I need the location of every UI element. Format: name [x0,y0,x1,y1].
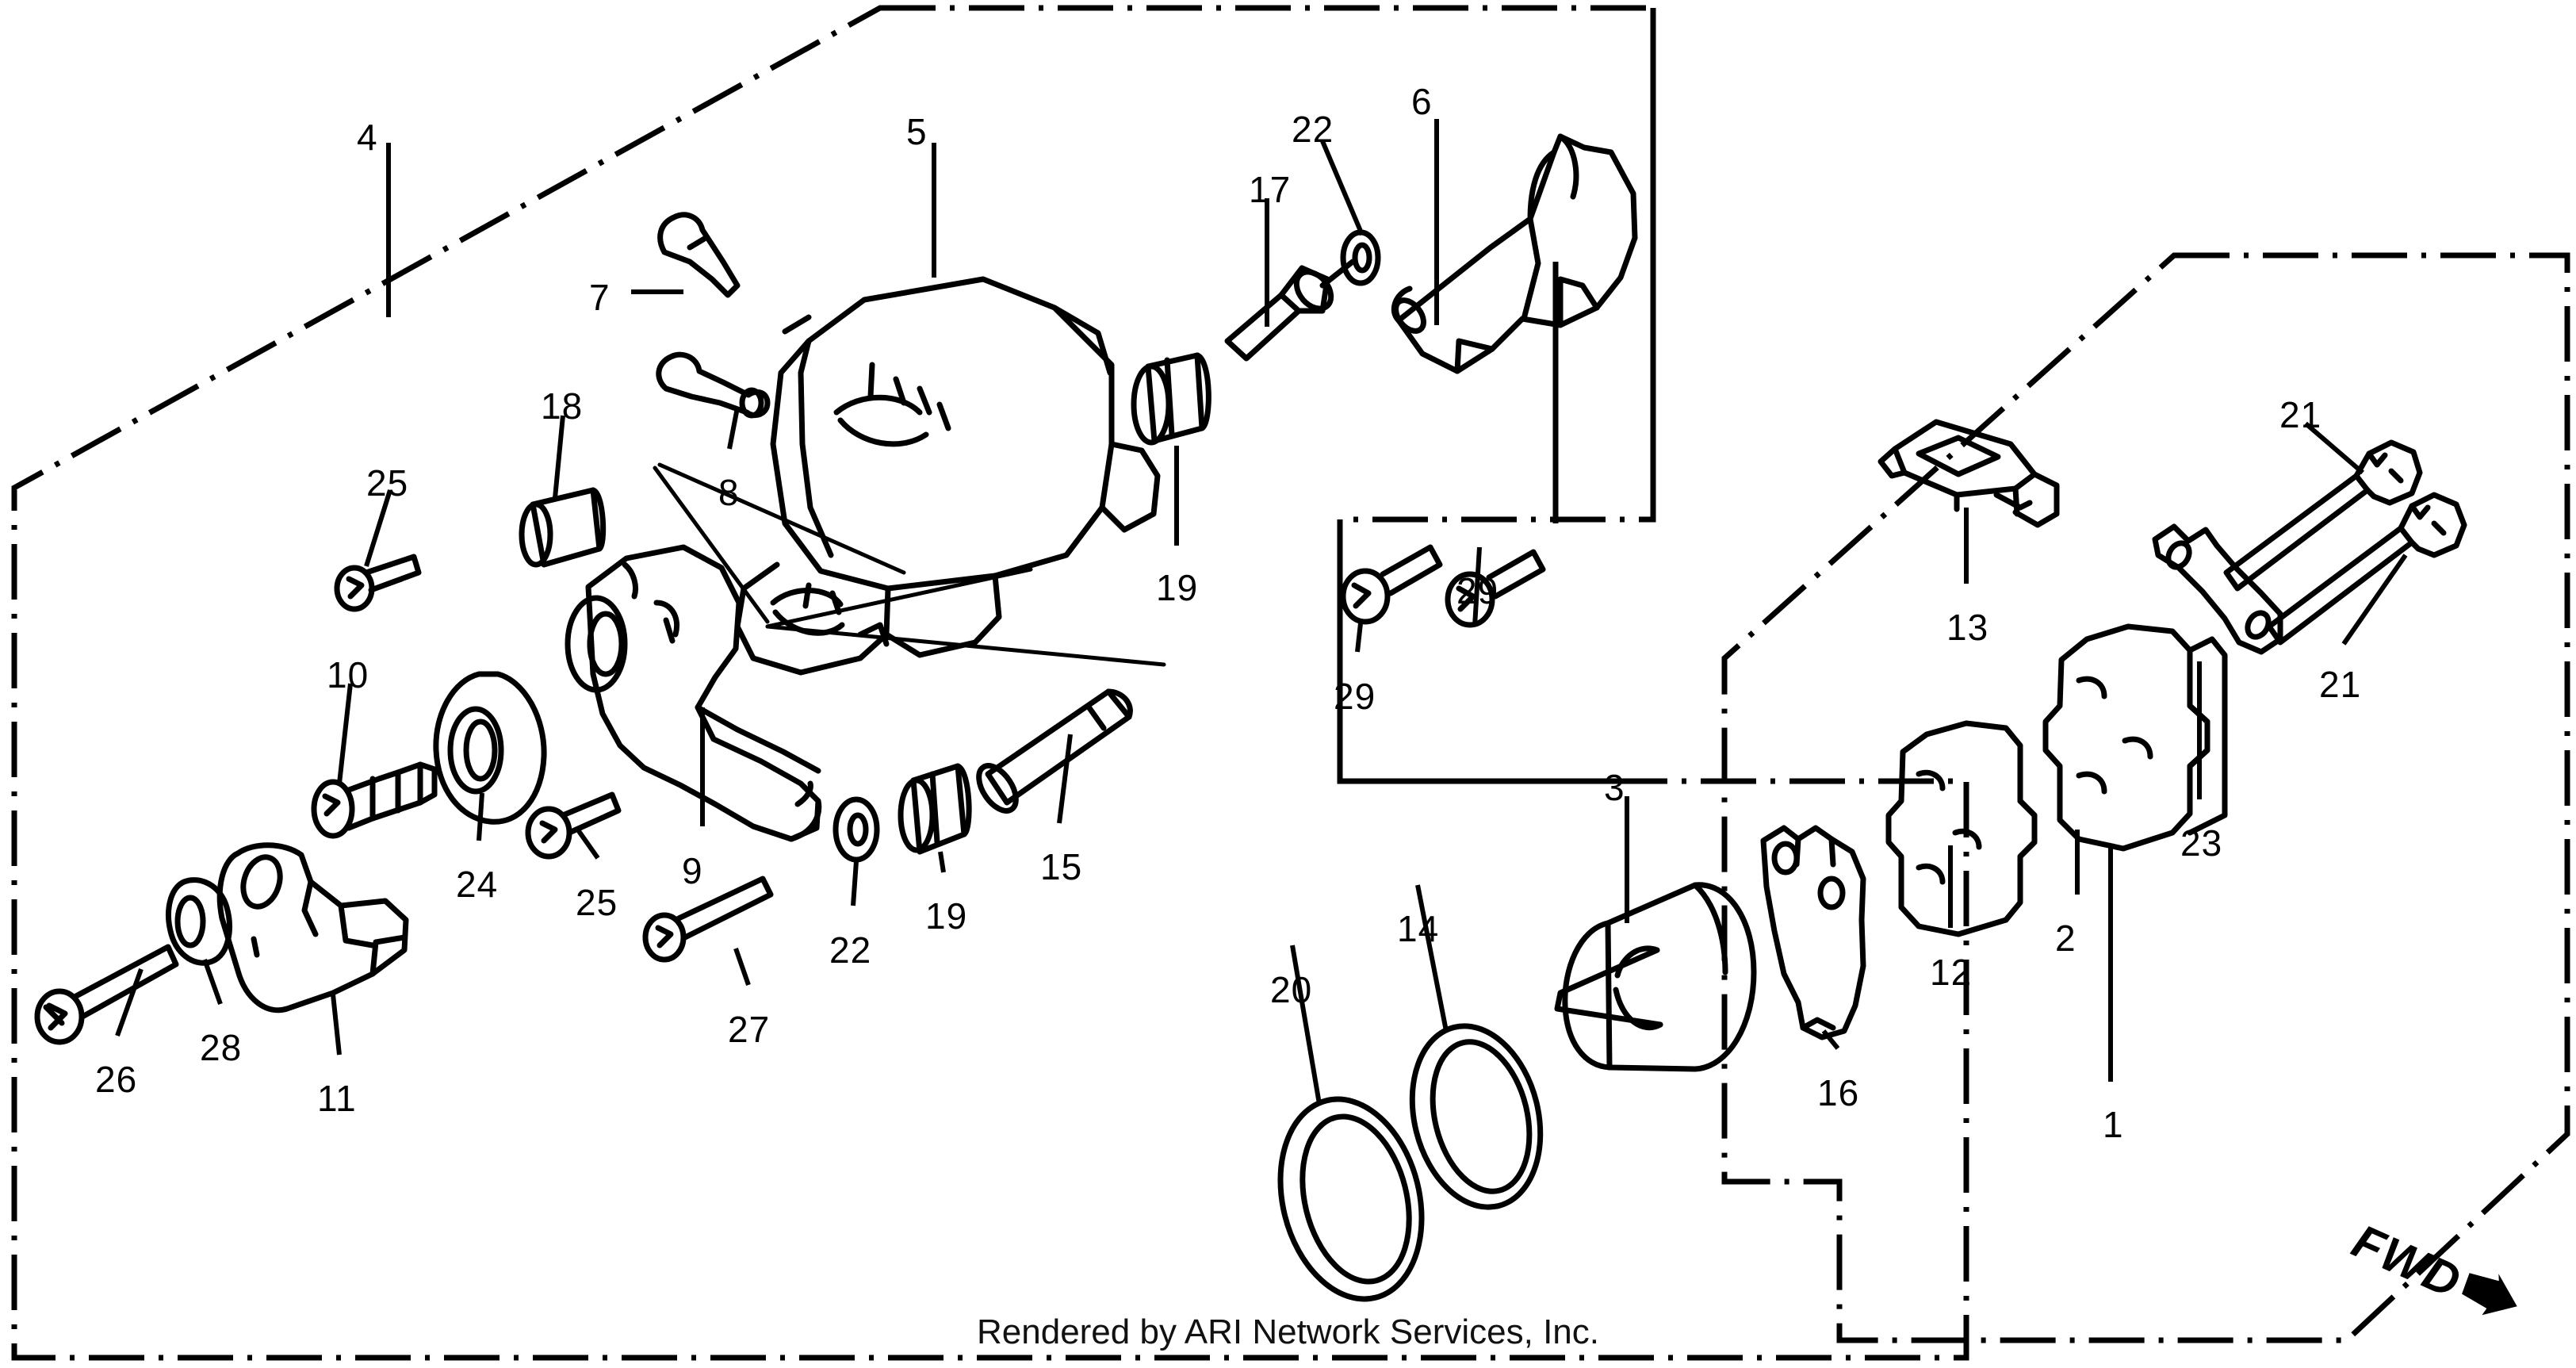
callout-28: 28 [200,1027,243,1068]
callout-27: 27 [728,1009,771,1050]
callout-3: 3 [1604,767,1625,808]
callout-9: 9 [682,850,703,891]
part-washer-upper [1340,229,1381,286]
callout-20: 20 [1270,969,1313,1010]
part-collar-bushing [519,487,607,568]
callout-16: 16 [1817,1072,1860,1113]
part-bleeder-valve [657,212,741,298]
part-rubber-bushing-lower [898,763,972,855]
part-caliper-arm [565,544,822,842]
callout-15: 15 [1040,846,1083,887]
part-caliper-mount-bolt-top [2223,439,2423,592]
callout-5: 5 [906,111,928,152]
part-caliper-mounting-bracket [1391,133,1638,374]
left-inner-frame [1337,8,1656,784]
part-rubber-bushing-upper [1131,352,1211,446]
callout-12: 12 [1930,952,1973,993]
part-caliper-body [734,276,1161,676]
part-piston-seal [1409,1023,1544,1210]
part-brake-pad-inner [2042,623,2228,852]
part-washer-lower [833,796,880,863]
callout-2: 2 [2055,918,2076,959]
callout-7: 7 [589,277,611,318]
callout-19b: 19 [925,895,968,937]
part-flange-bolt-upper [334,554,422,612]
callout-4: 4 [357,117,378,158]
fwd-orientation-marker: FWD [2341,1213,2529,1343]
footer-credit: Rendered by ARI Network Services, Inc. [977,1312,1599,1351]
callout-17: 17 [1249,169,1292,210]
callout-1: 1 [2103,1104,2124,1145]
callout-29b: 29 [1456,570,1499,611]
callout-25a: 25 [366,462,409,504]
callout-21a: 21 [2279,394,2322,435]
part-dust-seal [1277,1096,1425,1302]
part-bracket-bolt-left [1340,544,1443,625]
fwd-arrow-icon [2448,1261,2529,1343]
part-caliper-link-bracket [216,842,409,1014]
callout-23: 23 [2180,822,2223,864]
left-group-boundary [11,5,1969,1361]
callout-8: 8 [718,472,740,513]
callout-10: 10 [327,654,369,695]
callout-13: 13 [1946,607,1989,648]
part-dust-boot [433,671,547,825]
part-bleed-screw [311,761,438,839]
callout-14: 14 [1397,908,1440,949]
part-pivot-bolt [1224,259,1356,362]
callout-18: 18 [541,385,584,427]
callout-11: 11 [317,1078,357,1119]
assembly-pointer-lines [653,462,1166,667]
right-group-boundary [1721,252,2570,1343]
callout-6: 6 [1411,81,1433,122]
part-long-bolt [34,944,179,1045]
callout-24: 24 [456,864,499,905]
callout-22b: 22 [829,929,872,971]
part-pad-pin-bolt [642,876,774,963]
part-caliper-mount-bolt-bottom [2266,492,2467,646]
part-pad-retainer-spring [1877,419,2060,528]
callout-21b: 21 [2319,664,2362,705]
callout-19a: 19 [1156,567,1199,608]
part-pad-retainer-clip [2152,523,2283,655]
part-pad-spring-clip [1760,825,1866,1040]
part-pad-shim [1885,720,2038,937]
part-flange-bolt-lower [525,791,622,860]
callout-26: 26 [95,1059,138,1100]
part-slide-pin [976,688,1133,814]
callout-leader-lines [115,119,2408,1105]
part-caliper-piston [1554,882,1757,1072]
callout-25b: 25 [576,882,618,923]
callout-22a: 22 [1292,109,1334,150]
callout-29a: 29 [1334,676,1376,717]
part-bleeder-cap [656,351,771,419]
part-bracket-bolt-right [1445,549,1546,628]
